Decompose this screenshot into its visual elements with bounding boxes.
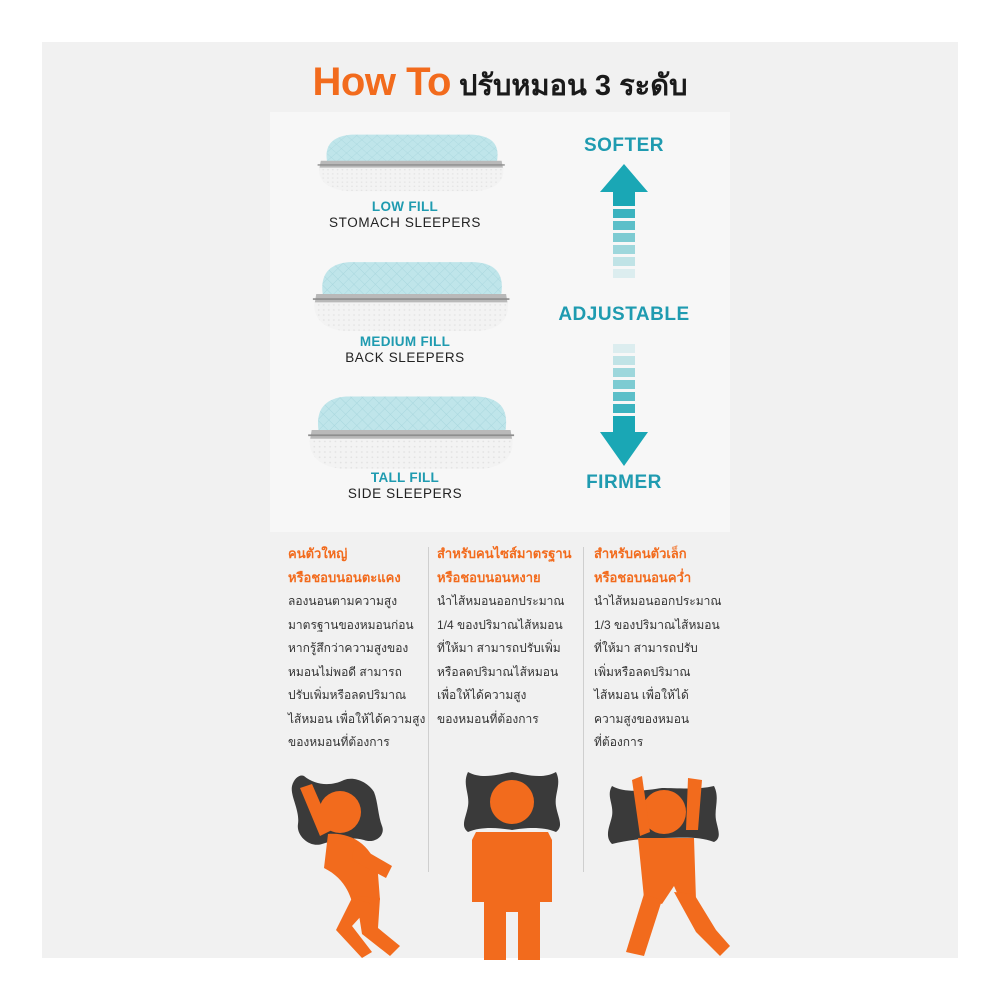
column-text-line: เพื่อให้ได้ความสูง	[437, 688, 527, 702]
arrow-up-icon	[600, 164, 648, 278]
column-text-line: ที่ต้องการ	[594, 735, 644, 749]
column-heading-line: สำหรับคนตัวเล็ก	[594, 546, 687, 561]
column-text-line: ลองนอนตามความสูง	[288, 594, 398, 608]
column-text-line: หากรู้สึกว่าความสูงของ	[288, 641, 409, 655]
column-text-line: มาตรฐานของหมอนก่อน	[288, 617, 414, 632]
column-text-line: หรือลดปริมาณไส้หมอน	[437, 664, 559, 679]
column-text-line: 1/4 ของปริมาณไส้หมอน	[437, 617, 563, 632]
column-text-line: ที่ให้มา สามารถปรับ	[594, 641, 698, 655]
column-text-line: ปรับเพิ่มหรือลดปริมาณ	[288, 688, 407, 702]
fill-level-label: LOW FILL	[371, 199, 439, 214]
column-text-line: เพิ่มหรือลดปริมาณ	[594, 664, 691, 679]
adjustable-label: ADJUSTABLE	[558, 304, 690, 325]
column-text-line: ที่ให้มา สามารถปรับเพิ่ม	[437, 641, 561, 655]
column-text-line: ไส้หมอน เพื่อให้ได้ความสูง	[288, 711, 426, 726]
column-text-line: 1/3 ของปริมาณไส้หมอน	[594, 617, 720, 632]
column-heading-line: หรือชอบนอนตะแคง	[288, 570, 401, 585]
side-sleeper-icon	[291, 775, 400, 958]
info-column-large: คนตัวใหญ่ หรือชอบนอนตะแคง ลองนอนตามความส…	[288, 542, 438, 755]
firmer-label: FIRMER	[586, 472, 662, 493]
column-text-line: ของหมอนที่ต้องการ	[288, 735, 390, 749]
title-thai: ปรับหมอน 3 ระดับ	[458, 70, 688, 102]
tall-fill-pillow-image	[307, 395, 515, 470]
column-heading-line: สำหรับคนไซส์มาตรฐาน	[437, 546, 572, 561]
fill-level-label: MEDIUM FILL	[359, 334, 451, 349]
back-sleeper-icon	[463, 772, 561, 960]
column-text-line: นำไส้หมอนออกประมาณ	[437, 594, 565, 608]
column-text-line: ไส้หมอน เพื่อให้ได้	[594, 688, 689, 702]
fill-level-label: TALL FILL	[370, 470, 440, 485]
column-text-line: นำไส้หมอนออกประมาณ	[594, 594, 722, 608]
low-fill-pillow-image	[316, 133, 506, 192]
stomach-sleeper-icon	[607, 776, 730, 956]
column-text-line: ของหมอนที่ต้องการ	[437, 711, 539, 726]
column-divider	[428, 547, 429, 872]
column-heading-line: คนตัวใหญ่	[288, 546, 348, 561]
pillow-caption-medium: MEDIUM FILL BACK SLEEPERS	[285, 334, 525, 366]
info-column-standard: สำหรับคนไซส์มาตรฐาน หรือชอบนอนหงาย นำไส้…	[437, 542, 587, 731]
title-brand: How To	[312, 60, 452, 104]
pillow-caption-low: LOW FILL STOMACH SLEEPERS	[285, 199, 525, 231]
sleeper-type-label: STOMACH SLEEPERS	[329, 215, 481, 230]
medium-fill-pillow-image	[312, 261, 511, 332]
sleeper-type-label: SIDE SLEEPERS	[347, 486, 463, 501]
sleeper-type-label: BACK SLEEPERS	[345, 350, 465, 365]
column-heading-line: หรือชอบนอนหงาย	[437, 570, 541, 585]
column-heading-line: หรือชอบนอนคว่ำ	[594, 570, 692, 585]
column-text-line: ความสูงของหมอน	[594, 711, 690, 726]
info-column-small: สำหรับคนตัวเล็ก หรือชอบนอนคว่ำ นำไส้หมอน…	[594, 542, 744, 755]
arrow-down-icon	[600, 344, 648, 466]
column-text-line: หมอนไม่พอดี สามารถ	[288, 664, 402, 679]
pillow-caption-tall: TALL FILL SIDE SLEEPERS	[285, 470, 525, 502]
softer-label: SOFTER	[583, 135, 665, 156]
column-divider	[583, 547, 584, 872]
